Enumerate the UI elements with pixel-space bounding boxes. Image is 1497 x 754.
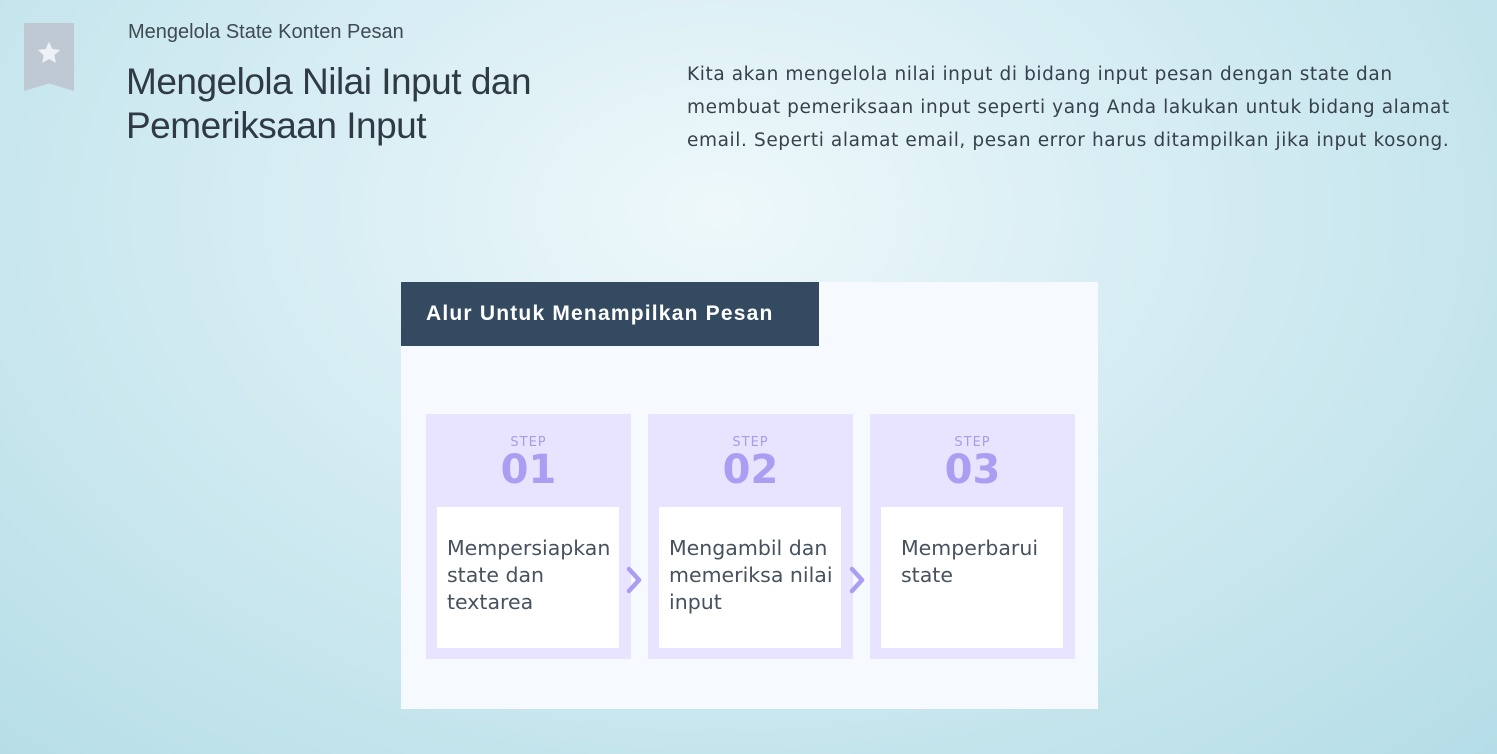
step-card-3: STEP 03 Memperbarui state xyxy=(870,414,1075,659)
step-number: 02 xyxy=(722,447,779,493)
step-text: Mengambil dan memeriksa nilai input xyxy=(659,507,841,648)
step-label: STEP xyxy=(510,435,547,450)
chevron-right-icon xyxy=(849,566,865,594)
flow-diagram: Alur Untuk Menampilkan Pesan STEP 01 Mem… xyxy=(401,282,1098,709)
page-description: Kita akan mengelola nilai input di bidan… xyxy=(687,64,1450,151)
section-subtitle: Mengelola State Konten Pesan xyxy=(128,21,404,43)
step-number: 01 xyxy=(500,447,557,493)
step-label: STEP xyxy=(954,435,991,450)
step-text: Memperbarui state xyxy=(881,507,1063,648)
chevron-right-icon xyxy=(626,566,642,594)
step-card-1: STEP 01 Mempersiapkan state dan textarea xyxy=(426,414,631,659)
step-label: STEP xyxy=(732,435,769,450)
diagram-title: Alur Untuk Menampilkan Pesan xyxy=(401,282,819,346)
star-icon xyxy=(37,41,61,63)
step-number: 03 xyxy=(944,447,1001,493)
bookmark-button[interactable] xyxy=(24,23,74,91)
page-title: Mengelola Nilai Input dan Pemeriksaan In… xyxy=(126,61,532,146)
step-text: Mempersiapkan state dan textarea xyxy=(437,507,619,648)
step-card-2: STEP 02 Mengambil dan memeriksa nilai in… xyxy=(648,414,853,659)
